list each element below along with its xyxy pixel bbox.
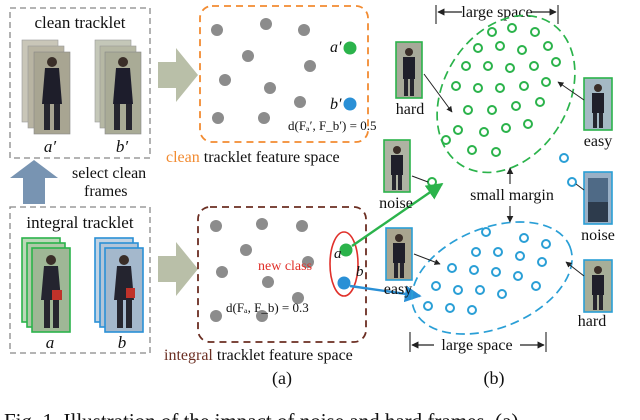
integral-feature-space-box [197,206,367,343]
easy-bottom-pointer [413,253,441,265]
integral-space-label-prefix: integral [164,347,213,364]
easy-bottom-label: easy [384,281,412,298]
noise-point-left [427,177,437,187]
noise-left-label: noise [379,195,413,212]
green-cluster-points [441,23,561,157]
clean-distance-label: d(Fₐ′, F_b′) = 0.5 [288,118,376,133]
noise-point-top-blue [559,153,569,163]
select-label-line1: select clean [72,165,146,182]
easy-top-label: easy [584,133,612,150]
integral-point-a [339,243,353,257]
integral-space-gray-points [210,218,314,322]
blue-cluster-points [423,227,551,315]
integral-point-b [337,276,351,290]
integral-tracklet-box [9,206,151,354]
integral-tracklet-label: integral tracklet [26,213,133,232]
easy-top-pointer [557,81,585,101]
integral-space-label: integral tracklet feature space [164,347,353,364]
new-class-ellipse [329,231,359,297]
clean-tracklet-label: clean tracklet [34,13,125,32]
integral-frame-b-label: b [118,333,127,352]
integral-frame-b [94,237,144,333]
hard-bottom-label: hard [578,313,606,330]
panel-label-b: (b) [484,368,505,389]
select-up-arrow [10,160,58,204]
clean-frame-a [21,39,71,135]
integral-to-space-arrow [158,242,198,296]
blue-mapping-arrow [349,284,422,303]
integral-point-a-label: a [334,246,342,262]
clean-frame-b [94,39,142,135]
clean-point-a [343,41,357,55]
easy-bottom-thumb [385,227,413,281]
clean-space-label-prefix: clean [166,149,200,166]
integral-space-label-suffix: tracklet feature space [213,347,353,364]
clean-space-label: clean tracklet feature space [166,149,340,166]
clean-point-b-label: b′ [330,96,342,113]
clean-frame-a-label: a′ [44,137,57,156]
clean-space-label-suffix: tracklet feature space [200,149,340,166]
green-mapping-arrow [351,183,444,247]
clean-point-a-label: a′ [330,39,342,56]
hard-bottom-pointer [565,261,585,277]
green-cluster-ellipse [436,14,576,174]
small-margin-label: small margin [470,187,554,204]
blue-cluster-ellipse [411,221,573,335]
hard-top-thumb [395,41,423,99]
noise-left-pointer [411,175,429,183]
new-class-label: new class [258,259,312,274]
clean-feature-space-box [199,5,369,143]
clean-point-b [343,97,357,111]
panel-label-a: (a) [272,368,292,389]
large-space-bottom-label: large space [441,337,512,354]
figure-caption: Fig. 1. Illustration of the impact of no… [4,409,518,420]
hard-bottom-thumb [583,259,613,313]
clean-tracklet-box [9,7,151,159]
noise-right-label: noise [581,227,615,244]
hard-top-label: hard [396,101,424,118]
easy-top-thumb [583,77,613,131]
noise-right-thumb [583,171,613,225]
select-label-line2: frames [84,183,128,200]
integral-point-b-label: b [356,264,364,280]
large-space-top-label: large space [461,4,532,21]
noise-left-thumb [383,139,411,193]
clean-frame-b-label: b′ [116,137,129,156]
noise-right-pointer [575,183,585,191]
hard-top-pointer [423,73,453,113]
integral-distance-label: d(Fₐ, F_b) = 0.3 [226,300,309,315]
clean-space-gray-points [211,18,316,124]
clean-to-space-arrow [158,48,198,102]
integral-frame-a [21,237,71,333]
noise-point-right [567,177,577,187]
integral-frame-a-label: a [46,333,55,352]
